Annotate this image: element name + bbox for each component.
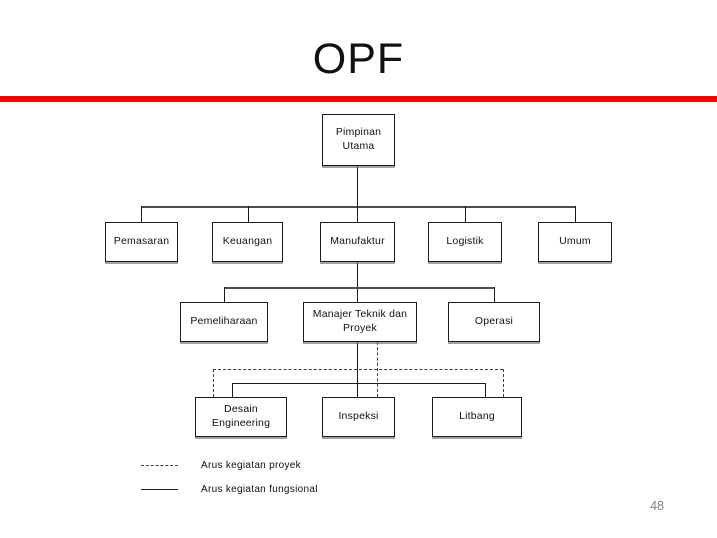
org-node-umum: Umum (538, 222, 612, 262)
org-node-label: Inspeksi (338, 410, 379, 423)
org-node-pemeliharaan: Pemeliharaan (180, 302, 268, 342)
org-node-label: Litbang (459, 410, 495, 423)
page-number: 48 (650, 499, 664, 513)
org-node-inspeksi: Inspeksi (322, 397, 395, 437)
org-node-logistik: Logistik (428, 222, 502, 262)
connector-level3-horizontal (224, 287, 495, 289)
connector-stub (357, 206, 358, 222)
org-node-operasi: Operasi (448, 302, 540, 342)
org-node-label: Logistik (446, 235, 484, 248)
slide-title: OPF (312, 35, 405, 83)
org-node-pimpinan-utama: Pimpinan Utama (322, 114, 395, 166)
legend-label-proyek: Arus kegiatan proyek (201, 460, 301, 471)
org-node-label: Pemeliharaan (190, 315, 258, 328)
org-node-label: Umum (559, 235, 591, 248)
org-node-label: Pemasaran (113, 235, 170, 248)
org-node-label: Desain Engineering (211, 403, 271, 429)
connector-proyek-stub (213, 369, 214, 397)
org-node-manajer-teknik-dan-proyek: Manajer Teknik dan Proyek (303, 302, 417, 342)
connector-stub (494, 287, 495, 302)
connector-level2-horizontal (141, 206, 576, 208)
connector-manufaktur-vertical (357, 262, 358, 302)
connector-fungsional-horizontal (232, 383, 485, 384)
connector-stub (575, 206, 576, 222)
connector-stub (141, 206, 142, 222)
org-node-litbang: Litbang (432, 397, 522, 437)
connector-stub (224, 287, 225, 302)
connector-stub (232, 383, 233, 397)
connector-proyek-horizontal (213, 369, 503, 370)
connector-root-vertical (357, 166, 358, 207)
org-node-desain-engineering: Desain Engineering (195, 397, 287, 437)
connector-stub (465, 206, 466, 222)
org-node-label: Pimpinan Utama (335, 126, 382, 152)
legend-label-fungsional: Arus kegiatan fungsional (201, 484, 318, 495)
org-node-manufaktur: Manufaktur (320, 222, 395, 262)
org-node-keuangan: Keuangan (212, 222, 283, 262)
title-divider (0, 96, 717, 102)
org-node-pemasaran: Pemasaran (105, 222, 178, 262)
legend-dashed-line-swatch (141, 465, 178, 466)
org-node-label: Manufaktur (330, 235, 385, 248)
org-node-label: Operasi (474, 315, 514, 328)
legend-solid-line-swatch (141, 489, 178, 490)
connector-stub (485, 383, 486, 397)
connector-stub (248, 206, 249, 222)
connector-proyek-stub (503, 369, 504, 397)
org-node-label: Keuangan (222, 235, 273, 248)
org-node-label: Manajer Teknik dan Proyek (312, 308, 408, 334)
